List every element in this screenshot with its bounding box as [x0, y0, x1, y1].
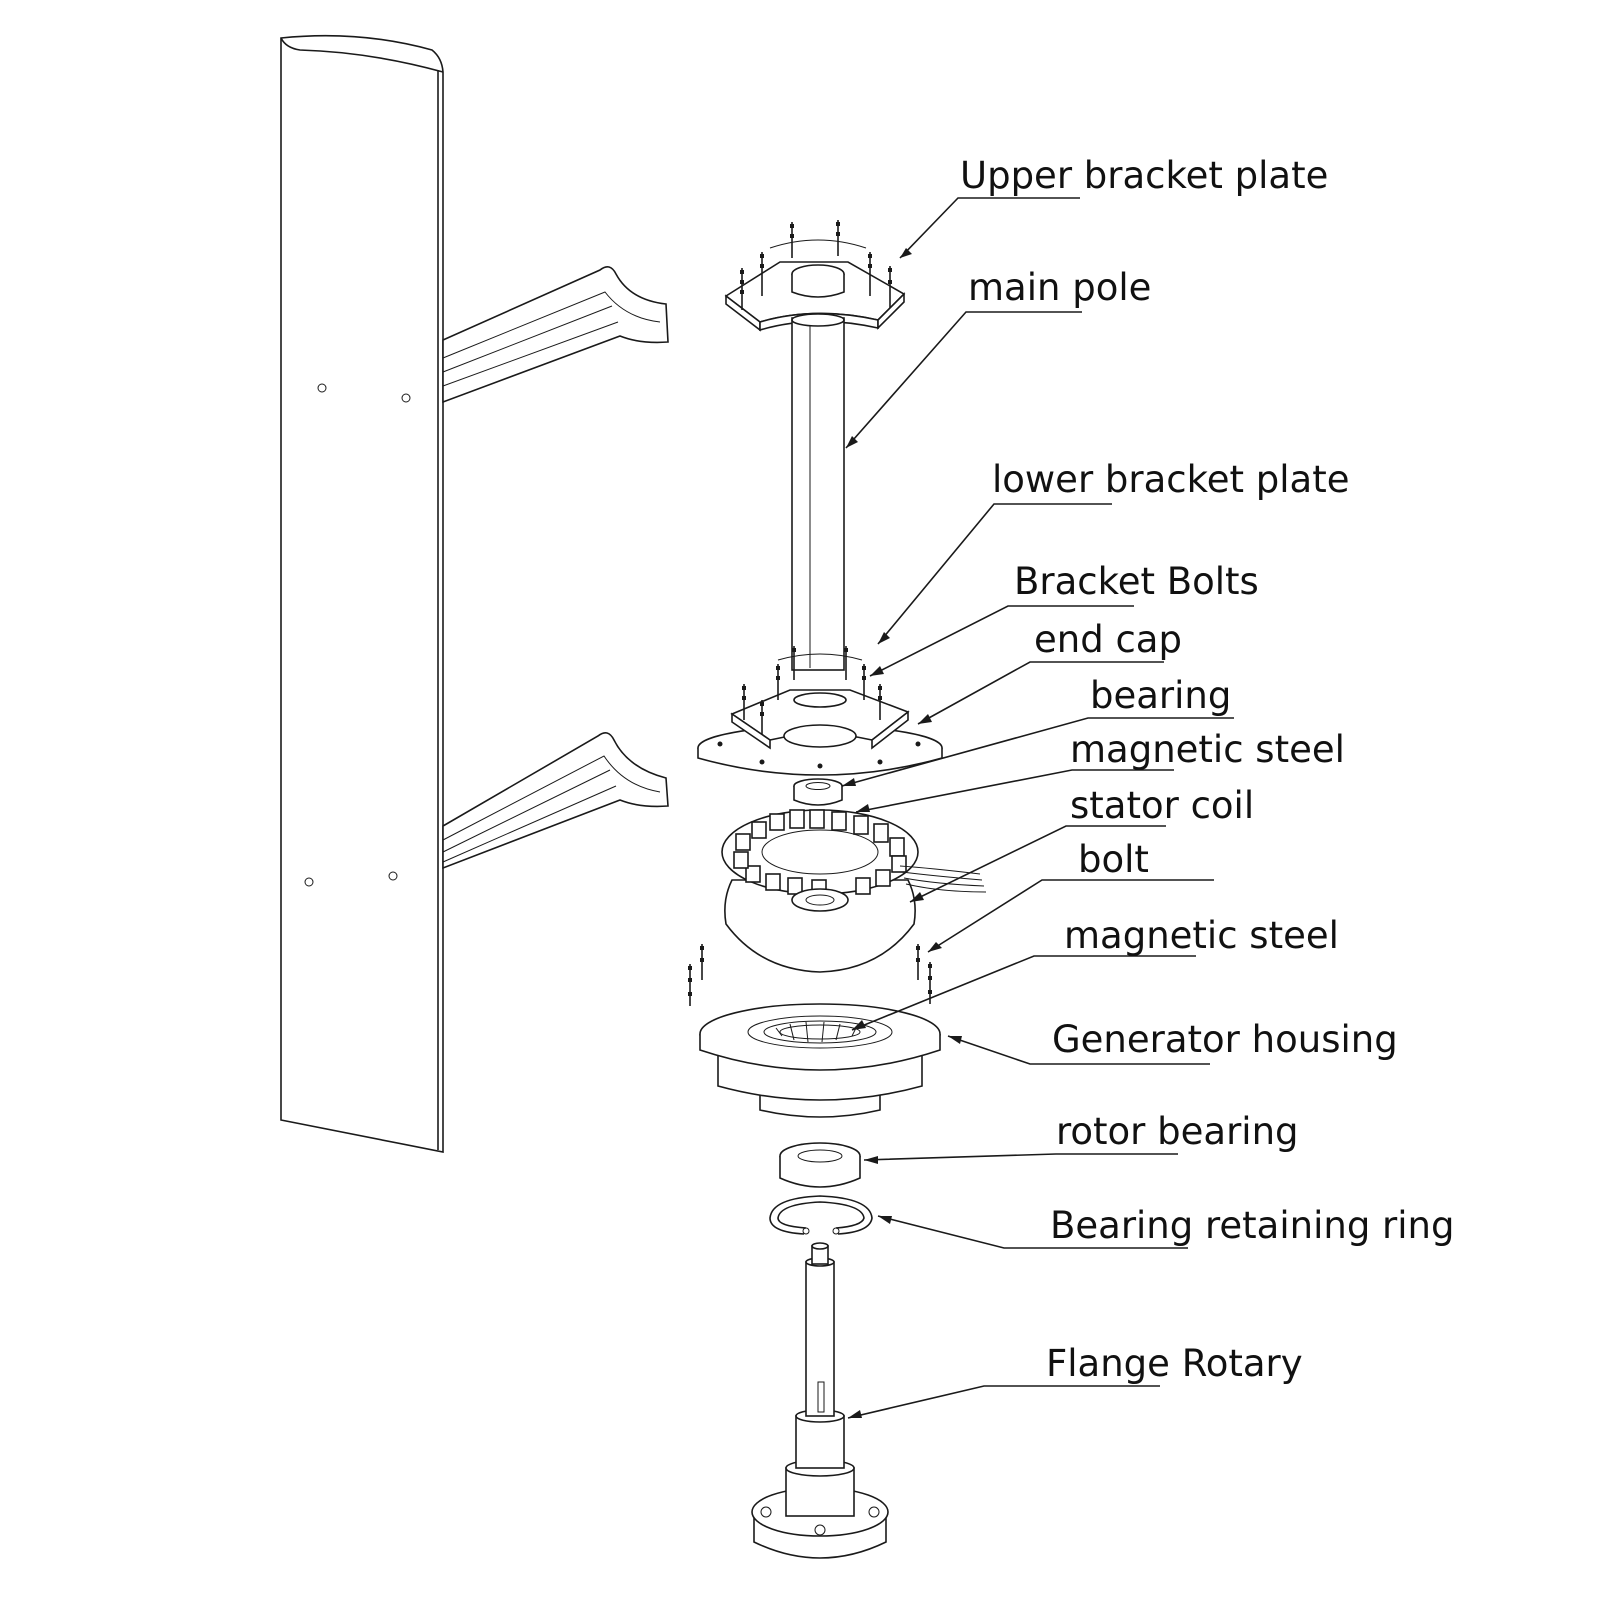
stator-wires [899, 865, 987, 893]
lower-blade-arm [442, 732, 669, 870]
label-bracket-bolts: Bracket Bolts [1014, 560, 1259, 603]
label-magnetic-steel-upper: magnetic steel [1070, 728, 1345, 771]
labels: Upper bracket plate main pole lower brac… [960, 154, 1455, 1385]
upper-bracket-plate [724, 220, 906, 332]
label-lower-bracket-plate: lower bracket plate [992, 458, 1349, 501]
leader-lines [841, 197, 1234, 1419]
label-end-cap: end cap [1034, 618, 1182, 661]
lower-bracket-plate [730, 646, 910, 750]
bolt [688, 944, 932, 1006]
flange-rotary [751, 1242, 889, 1559]
label-bolt: bolt [1078, 838, 1149, 881]
label-generator-housing: Generator housing [1052, 1018, 1398, 1061]
generator-housing [699, 1003, 941, 1118]
lower-bracket-bolts [742, 646, 882, 734]
label-bearing: bearing [1090, 674, 1231, 717]
label-flange-rotary: Flange Rotary [1046, 1342, 1303, 1385]
blade [280, 34, 444, 1153]
bearing [793, 778, 843, 806]
upper-blade-arm [442, 266, 669, 404]
upper-bracket-bolts [740, 220, 892, 310]
stator-teeth [733, 809, 907, 897]
label-rotor-bearing: rotor bearing [1056, 1110, 1299, 1153]
label-upper-bracket-plate: Upper bracket plate [960, 154, 1328, 197]
stator-coil [721, 809, 987, 973]
label-main-pole: main pole [968, 266, 1151, 309]
label-magnetic-steel-lower: magnetic steel [1064, 914, 1339, 957]
bearing-retaining-ring [769, 1195, 873, 1235]
housing-magnets [763, 1020, 877, 1044]
main-pole [791, 313, 845, 671]
label-bearing-retaining-ring: Bearing retaining ring [1050, 1204, 1455, 1247]
label-stator-coil: stator coil [1070, 784, 1254, 827]
rotor-bearing [779, 1142, 861, 1188]
